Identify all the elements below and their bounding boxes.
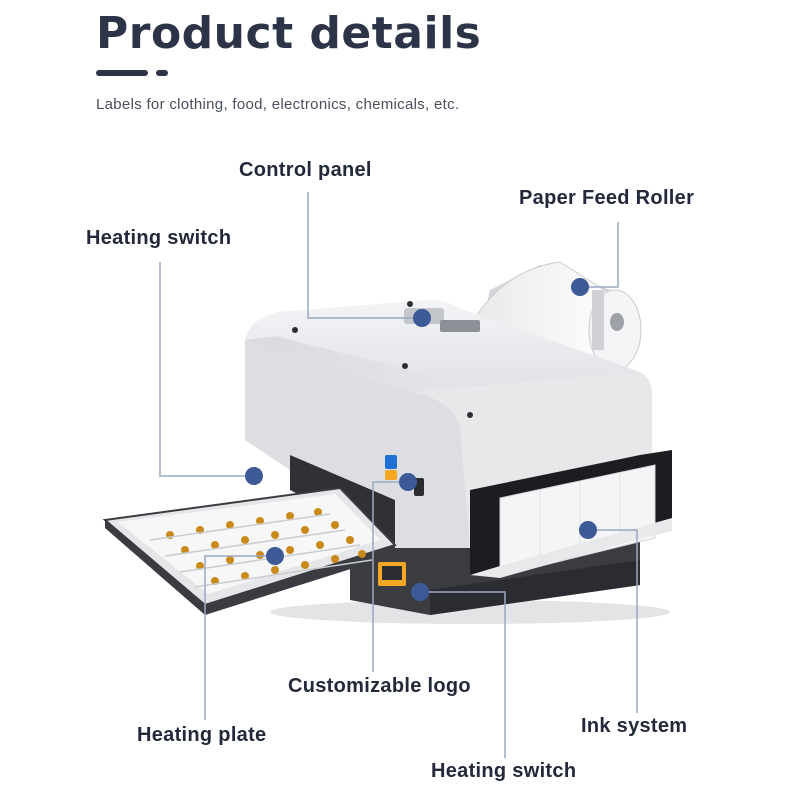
marker-paper-feed-roller xyxy=(571,278,589,296)
page-title: Product details xyxy=(96,8,482,59)
callout-paper-feed-roller: Paper Feed Roller xyxy=(519,187,695,209)
title-accent-bar xyxy=(96,70,148,76)
front-display xyxy=(378,562,406,586)
marker-ink-system xyxy=(579,521,597,539)
callout-customizable-logo: Customizable logo xyxy=(288,675,471,697)
callout-control-panel: Control panel xyxy=(239,159,372,181)
marker-heating-switch-top xyxy=(245,467,263,485)
logo-plate xyxy=(385,455,424,496)
heating-plate-drawing xyxy=(102,486,397,615)
marker-heating-plate xyxy=(266,547,284,565)
leader-lines xyxy=(159,192,638,758)
title-accent-dot xyxy=(156,70,168,76)
page-subtitle: Labels for clothing, food, electronics, … xyxy=(96,96,460,113)
printer-shadow xyxy=(270,600,670,624)
callout-heating-plate: Heating plate xyxy=(137,724,267,746)
marker-customizable-logo xyxy=(399,473,417,491)
marker-heating-switch-bottom xyxy=(411,583,429,601)
callout-heating-switch-top: Heating switch xyxy=(86,227,232,249)
callout-markers xyxy=(245,278,597,601)
callout-heating-switch-bottom: Heating switch xyxy=(431,760,577,782)
callout-ink-system: Ink system xyxy=(581,715,688,737)
ink-system-drawing xyxy=(470,450,672,578)
marker-control-panel xyxy=(413,309,431,327)
